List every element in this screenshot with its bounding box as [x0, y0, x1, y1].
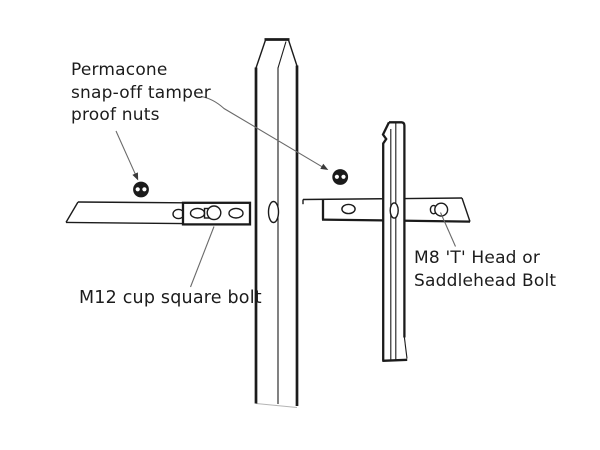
leader-to-m12-bolt [189, 226, 215, 288]
left-rail [65, 201, 252, 226]
leader-lines [115, 95, 457, 288]
nut-drive-hole [334, 174, 339, 179]
leader-to-t-head-bolt [439, 212, 457, 247]
main-post-bolt-slot [267, 200, 280, 224]
bolt-cup-head [206, 205, 222, 221]
label-permacone-nuts: Permacone snap-off tamper proof nuts [71, 60, 211, 125]
leader-to-left-nut [115, 130, 137, 176]
main-post-body [256, 39, 297, 406]
left-rail-bottom-edge [65, 221, 184, 225]
leader-to-right-nut [200, 95, 324, 168]
secondary-post-top-right-edge [389, 121, 406, 338]
right-rail-hole [341, 203, 356, 215]
main-post [254, 38, 299, 408]
label-m12-cup-square-bolt: M12 cup square bolt [79, 288, 262, 308]
secondary-post-body [382, 122, 407, 361]
secondary-post-bottom-taper [403, 337, 408, 359]
secondary-post-left-edge [381, 121, 391, 361]
tamper-nut-left [133, 181, 149, 198]
nut-drive-hole [142, 187, 147, 192]
secondary-post-bottom-edge [382, 358, 408, 362]
tamper-nut-right [332, 169, 349, 185]
t-bolt-head [434, 202, 449, 217]
nut-drive-hole [135, 187, 140, 192]
nut-body [332, 169, 349, 185]
arrowhead-right-nut [320, 163, 329, 170]
arrowhead-left-nut [132, 172, 139, 181]
label-m8-t-head-bolt: M8 'T' Head or Saddlehead Bolt [414, 248, 557, 291]
main-post-chamfer-inner [277, 41, 287, 69]
nut-body [133, 181, 149, 198]
secondary-post-bolt-slot [389, 202, 399, 219]
bracket-slot-hole-right [228, 207, 244, 219]
main-post-bottom-shadow [255, 403, 298, 408]
main-post-chamfer-left [255, 39, 267, 69]
secondary-post [381, 121, 408, 362]
left-rail-top-edge [77, 201, 185, 204]
left-rail-end-edge [65, 201, 79, 223]
nut-drive-hole [341, 174, 346, 179]
cup-square-bolt [203, 205, 222, 221]
main-post-chamfer-right [287, 39, 298, 67]
right-rail-right-edge [461, 197, 471, 222]
t-head-bolt [429, 202, 449, 217]
